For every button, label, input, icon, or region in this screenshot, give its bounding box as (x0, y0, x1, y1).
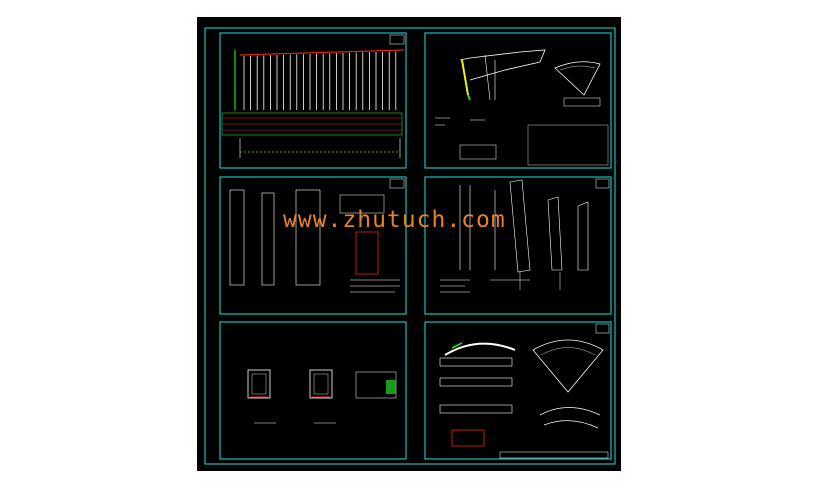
panel-pile-reinforcement (219, 176, 407, 315)
watermark-text: www.zhutuch.com (283, 207, 506, 233)
outer-frame (204, 27, 616, 465)
panel-inclined-piles (424, 176, 612, 315)
panel-arch-plan (424, 321, 612, 460)
panel-pile-elevation (219, 32, 407, 169)
sheet-background (197, 17, 621, 471)
panel-cross-sections (219, 321, 407, 460)
panel-section-detail (424, 32, 612, 169)
